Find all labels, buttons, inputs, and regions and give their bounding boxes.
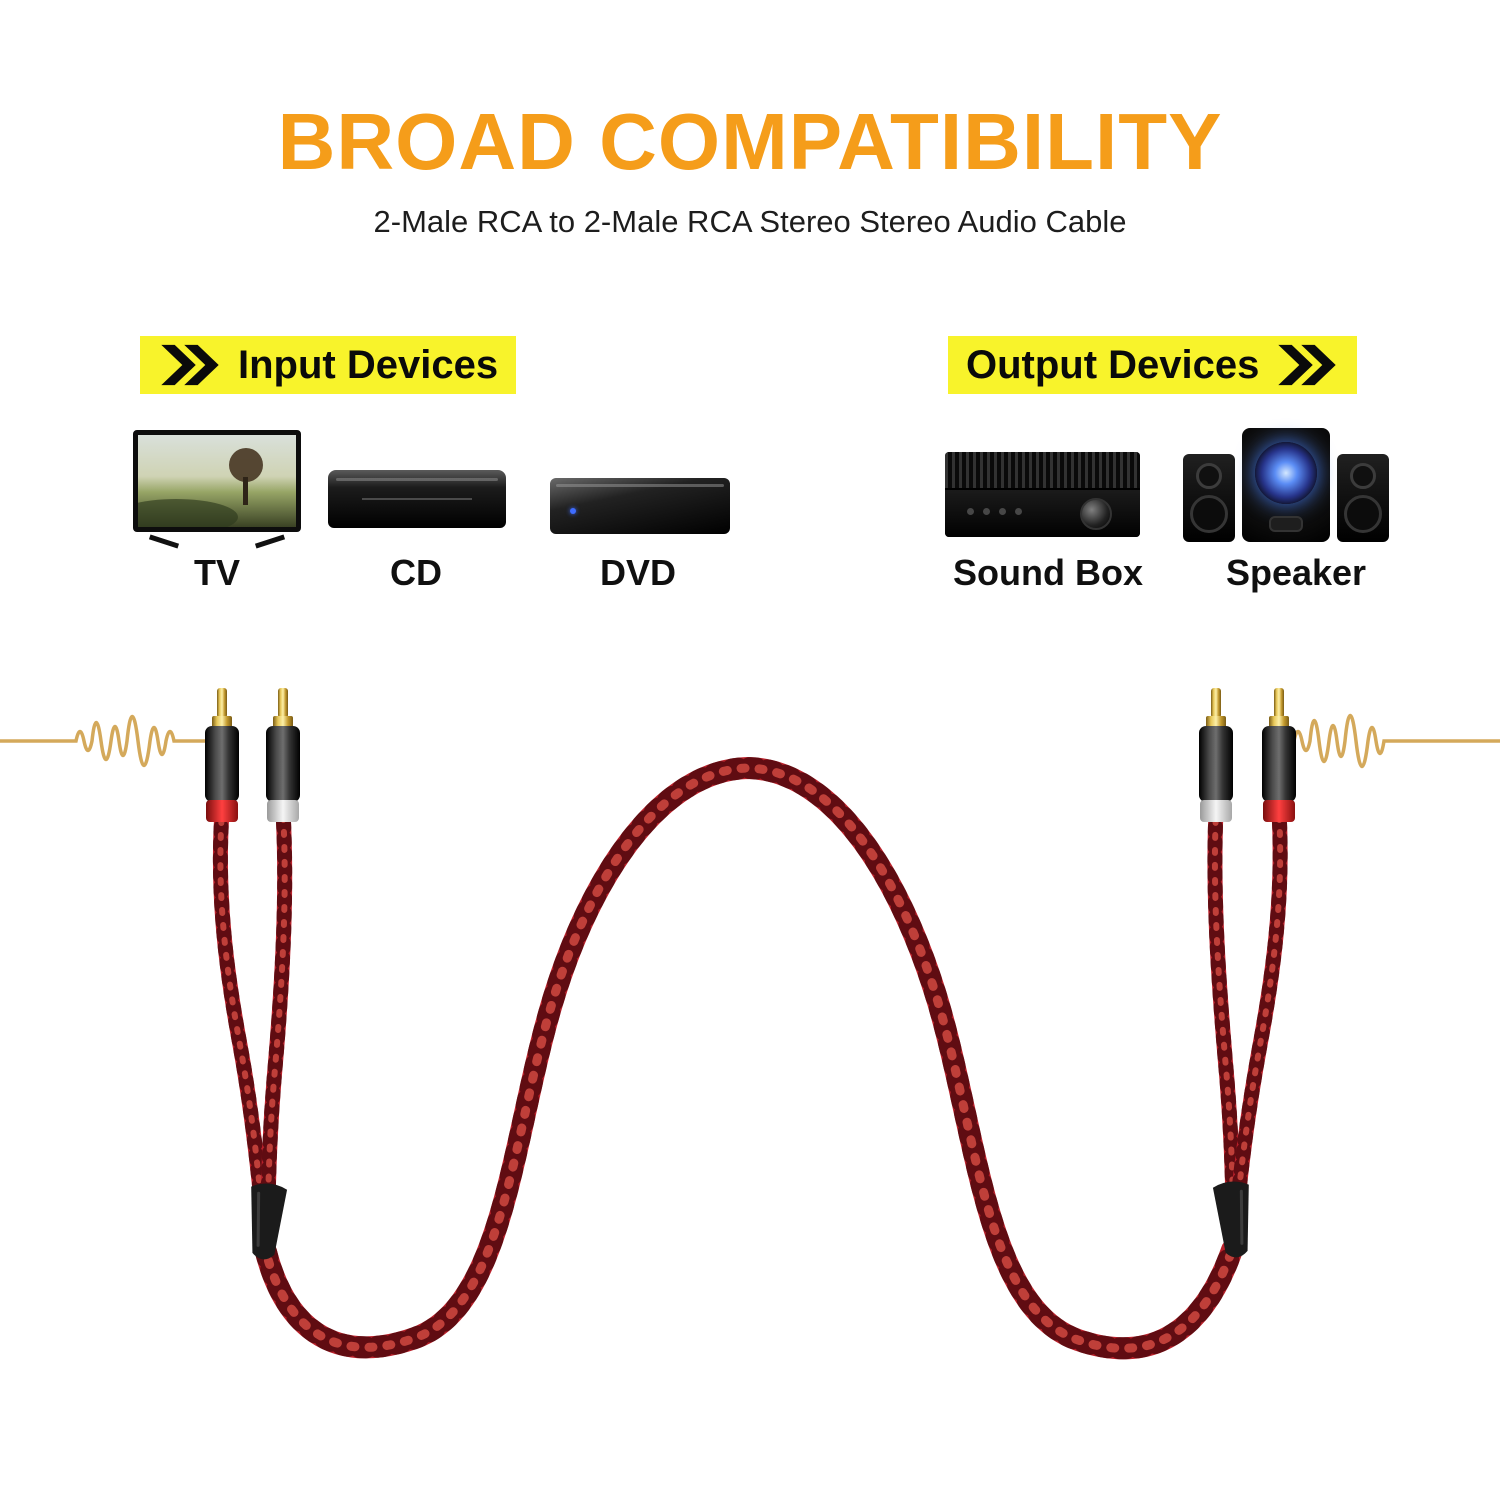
speaker-left [1183, 454, 1235, 542]
speaker-image [1183, 420, 1393, 542]
tv-leg [148, 534, 180, 549]
sound-box-knob [1080, 497, 1112, 530]
double-chevron-right-icon [1278, 344, 1337, 386]
rca-plug-right-red [1262, 688, 1296, 822]
output-devices-label: Output Devices [966, 342, 1260, 387]
speaker-right [1337, 454, 1389, 542]
tv-leg [254, 534, 286, 549]
cable-splitter-left [251, 1183, 288, 1260]
device-label-sound-box: Sound Box [953, 552, 1143, 593]
tv-image [133, 430, 301, 549]
device-label-speaker: Speaker [1225, 552, 1367, 593]
sound-box-grille [945, 452, 1140, 490]
device-label-tv: TV [193, 552, 241, 593]
sound-wave-left [0, 715, 206, 767]
sound-box-buttons [967, 507, 1022, 515]
speaker-subwoofer [1242, 428, 1330, 542]
rca-plug-right-white [1199, 688, 1233, 822]
cable-strands [212, 804, 1288, 1208]
rca-plug-left-red [205, 688, 239, 822]
subtitle: 2-Male RCA to 2-Male RCA Stereo Stereo A… [373, 204, 1127, 239]
input-devices-label: Input Devices [238, 342, 499, 387]
device-label-dvd: DVD [599, 552, 677, 593]
device-label-cd: CD [390, 552, 442, 593]
sound-box-image [945, 452, 1140, 537]
rca-plug-left-white [266, 688, 300, 822]
cd-player-image [328, 470, 506, 528]
page-title: BROAD COMPATIBILITY [277, 97, 1223, 186]
dvd-player-image [550, 478, 730, 534]
double-chevron-right-icon [161, 344, 219, 386]
sound-wave-right [1292, 714, 1500, 768]
input-devices-badge: Input Devices [140, 336, 517, 394]
sound-box-panel [945, 489, 1140, 537]
cable-splitter-right [1212, 1181, 1249, 1258]
output-devices-badge: Output Devices [948, 336, 1358, 394]
main-cable [255, 756, 1243, 1360]
tv-screen [133, 430, 301, 532]
